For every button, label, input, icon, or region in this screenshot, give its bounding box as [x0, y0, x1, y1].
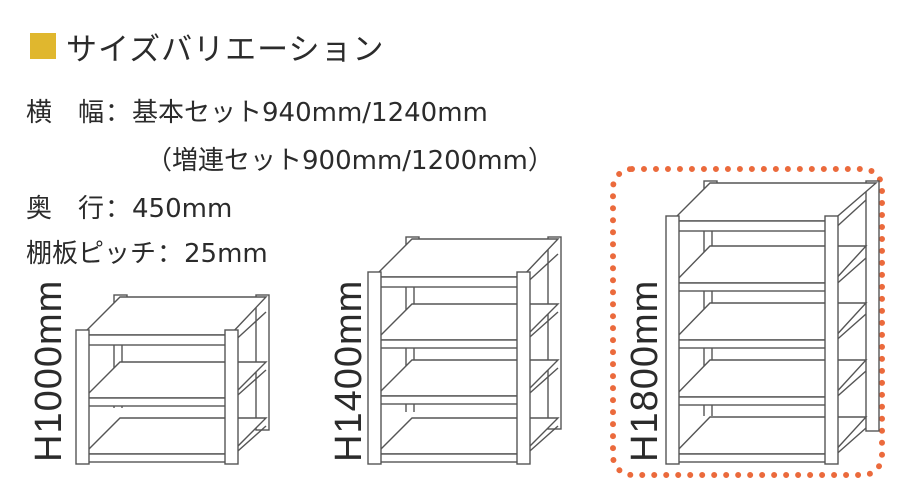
section-title-text: サイズバリエーション	[66, 31, 385, 68]
spec-pitch-value: 25mm	[184, 239, 268, 269]
spec-pitch-label: 棚板ピッチ	[26, 239, 157, 269]
spec-pitch: 棚板ピッチ：25mm	[26, 233, 268, 270]
spec-width-label: 横 幅	[26, 98, 105, 128]
spec-width: 横 幅：基本セット940mm/1240mm	[26, 92, 488, 129]
selected-variant-highlight	[610, 166, 885, 478]
square-bullet-icon	[30, 33, 56, 59]
spec-depth-label: 奥 行	[26, 194, 105, 224]
spec-width-value: 基本セット940mm/1240mm	[132, 98, 488, 128]
spec-pitch-colon: ：	[157, 239, 184, 269]
spec-width-sub: （増連セット900mm/1200mm）	[146, 140, 554, 177]
spec-width-colon: ：	[105, 98, 132, 128]
spec-depth: 奥 行：450mm	[26, 188, 232, 225]
spec-depth-value: 450mm	[132, 194, 233, 224]
spec-depth-colon: ：	[105, 194, 132, 224]
spec-width-sub-value: （増連セット900mm/1200mm）	[146, 146, 554, 176]
height-label-h1000: H1000mm	[28, 279, 70, 462]
section-title: サイズバリエーション	[30, 26, 385, 68]
